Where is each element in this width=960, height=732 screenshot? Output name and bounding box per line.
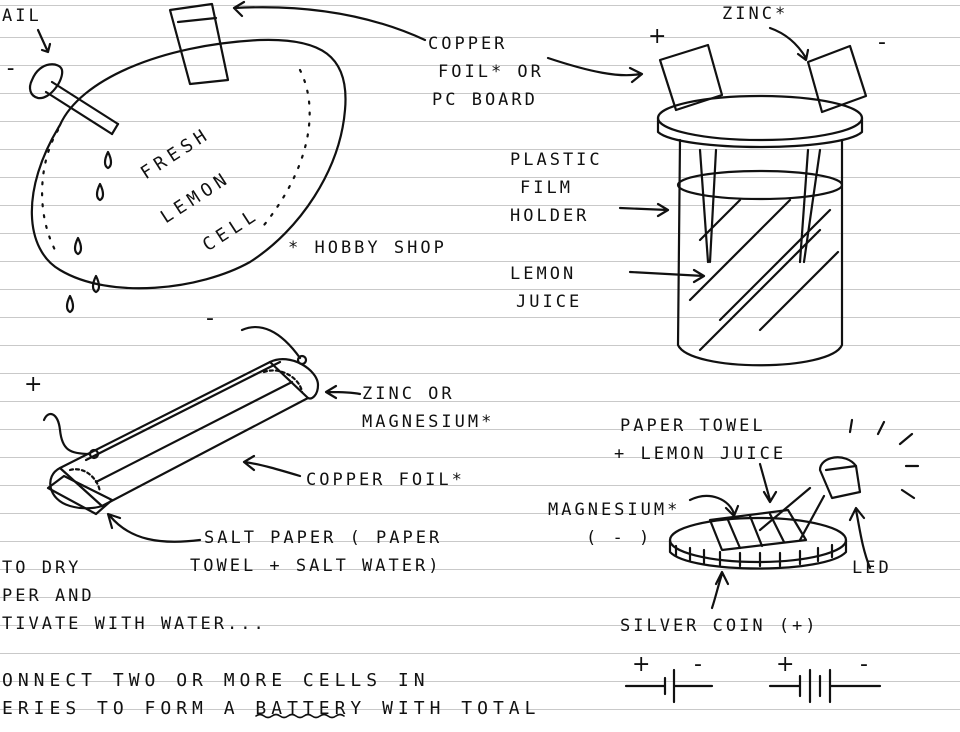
zinc-label: ZINC* [722,4,789,24]
note-left-line-2: PER AND [2,586,95,606]
juice-arrow [628,268,706,284]
led-label: LED [852,558,892,578]
holder-label-line-1: PLASTIC [510,150,603,170]
towel-label-line-1: PAPER TOWEL [620,416,766,436]
nail-shaft [44,80,120,136]
battery-squiggle [255,713,345,719]
holder-label-line-2: FILM [520,178,573,198]
salt-paper-line-2: TOWEL + SALT WATER) [190,556,442,576]
canister-lid [656,94,864,142]
nail-label: AIL [2,6,42,26]
roll-zinc-line-2: MAGNESIUM* [362,412,495,432]
cell-symbol-plus: + [632,652,651,677]
magnesium-label-line-1: MAGNESIUM* [548,500,681,520]
film-cell-drawing [546,26,868,367]
nail-arrow [36,28,52,54]
roll-plus-sign: + [24,372,43,397]
juice-label-line-1: LEMON [510,264,577,284]
copper-foil-label: COPPER FOIL* [306,470,465,490]
note-bottom-line-1: ONNECT TWO OR MORE CELLS IN [2,670,430,691]
holder-arrow [618,202,670,218]
zinc-strip [806,44,868,114]
towel-arrow [758,462,778,504]
juice-label-line-2: JUICE [516,292,583,312]
coin-arrow [710,570,730,610]
salt-paper-line-1: SALT PAPER ( PAPER [204,528,443,548]
silver-coin-label: SILVER COIN (+) [620,616,819,636]
coin-cell-drawing [668,418,920,610]
copper-arrow-film [546,56,644,84]
magnesium-label-line-2: ( - ) [586,528,653,548]
note-left-line-1: TO DRY [2,558,82,578]
note-left-line-3: TIVATE WITH WATER... [2,614,267,634]
cell-symbol-minus: - [694,652,702,677]
battery-symbol-plus: + [776,652,795,677]
lemon-minus-sign: - [4,56,21,81]
canister-body [676,138,844,367]
copper-arrow-roll [242,454,302,478]
magnesium-arrow [688,494,740,518]
hobby-shop-note: * HOBBY SHOP [288,238,447,258]
zinc-arrow [768,26,810,62]
battery-symbol [768,668,882,704]
copper-label-line-3: PC BOARD [432,90,538,110]
note-bottom-line-2: ERIES TO FORM A BATTERY WITH TOTAL [2,698,541,719]
zinc-arrow-roll [324,384,362,400]
led-arrow [848,506,872,570]
roll-zinc-line-1: ZINC OR [362,384,455,404]
silver-coin [668,516,848,564]
roll-minus-sign: - [206,306,214,331]
film-minus-sign: - [878,30,886,55]
copper-strip-lemon [168,2,230,86]
copper-arrow-lemon [232,0,427,42]
led-body [818,456,862,500]
nail-head [28,63,64,100]
copper-label-line-1: COPPER [428,34,508,54]
film-plus-sign: + [648,24,667,49]
lemon-drawing [28,0,427,314]
battery-symbol-minus: - [860,652,868,677]
lemon-outline [30,38,347,290]
roll-cell-drawing [42,325,362,543]
towel-label-line-2: + LEMON JUICE [614,444,787,464]
holder-label-line-3: HOLDER [510,206,590,226]
salt-arrow [106,512,202,543]
cell-symbol [624,668,714,704]
paper-towel-pad [708,508,808,552]
copper-label-line-2: FOIL* OR [438,62,544,82]
